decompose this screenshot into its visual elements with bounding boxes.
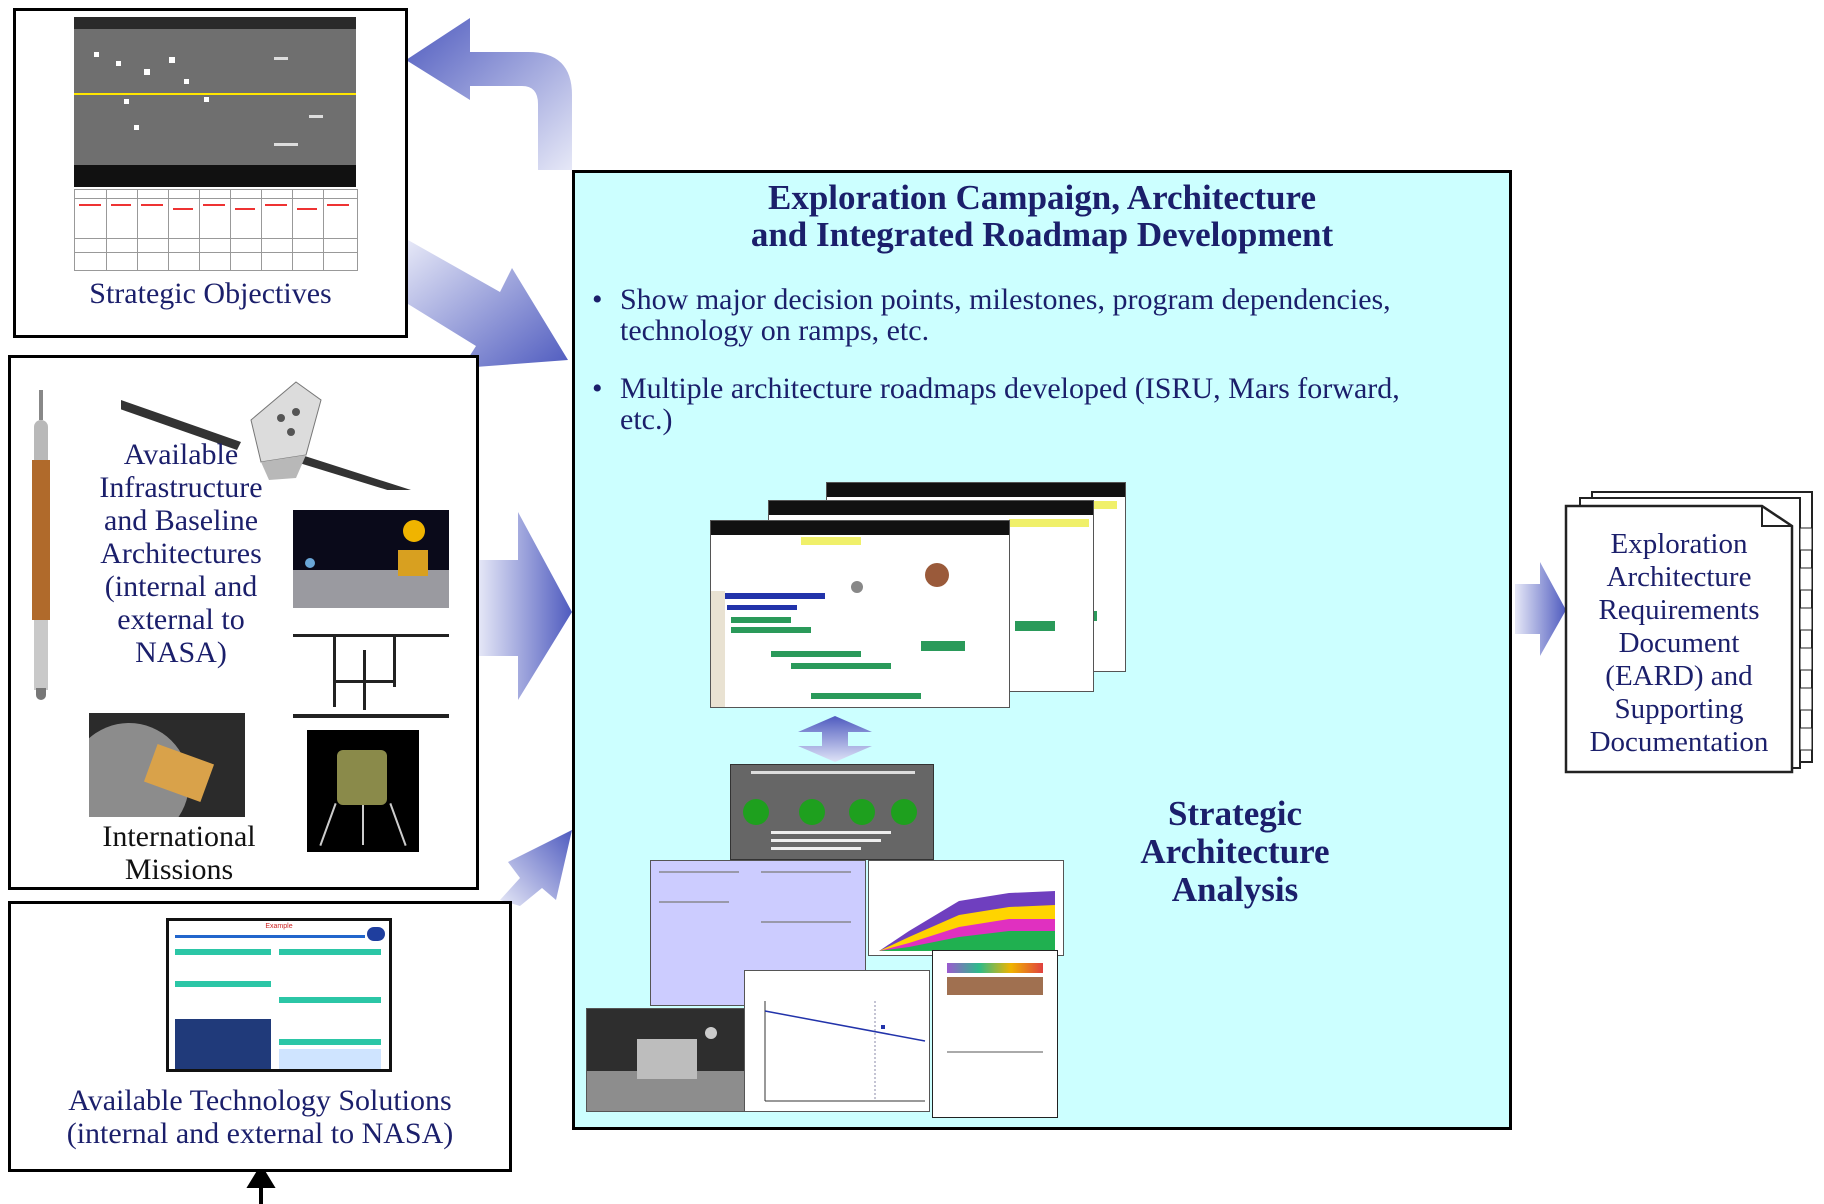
lunar-lander-image [89, 713, 245, 817]
technology-example-image: Example [166, 918, 392, 1072]
eard-document-icon [1564, 491, 1813, 774]
infrastructure-label-line: and Baseline [103, 504, 259, 537]
infrastructure-box: Available Infrastructure and Baseline Ar… [8, 355, 479, 890]
analysis-plot-image [744, 970, 930, 1112]
eard-label-line: (EARD) and [1605, 660, 1753, 692]
infrastructure-label: Available Infrastructure and Baseline Ar… [71, 438, 291, 669]
double-arrow-icon [798, 716, 872, 762]
technology-label-line: (internal and external to NASA) [66, 1117, 454, 1150]
campaign-title: Exploration Campaign, Architecture and I… [575, 179, 1509, 253]
campaign-title-line: and Integrated Roadmap Development [750, 215, 1334, 254]
bullet-text: Multiple architecture roadmaps developed… [620, 372, 1400, 405]
objectives-timeline-graphic [74, 17, 356, 187]
bullet-text: technology on ramps, etc. [620, 314, 930, 347]
rover-icon [705, 1027, 717, 1039]
crew-capsule-icon [121, 381, 411, 490]
bullet-item: • Multiple architecture roadmaps develop… [592, 372, 1500, 436]
eard-arrow [1515, 562, 1566, 656]
technology-label-line: Available Technology Solutions [68, 1084, 452, 1117]
infrastructure-label-line: Infrastructure [99, 471, 263, 504]
technology-example-title: Example [265, 923, 293, 930]
infrastructure-label-line: NASA) [135, 636, 227, 669]
bullet-text: Show major decision points, milestones, … [620, 283, 1391, 316]
technology-input-arrow [246, 1164, 276, 1204]
architecture-schematic-image [293, 620, 449, 720]
eard-label-line: Architecture [1606, 561, 1752, 593]
eard-label-line: Document [1618, 627, 1740, 659]
strategic-objectives-label: Strategic Objectives [89, 277, 332, 310]
eard-label: Exploration Architecture Requirements Do… [1566, 528, 1792, 759]
technology-box: Example Available Technology Solutions (… [8, 901, 512, 1172]
feedback-arrow [406, 18, 572, 170]
lunar-lander-icon [307, 730, 419, 852]
infrastructure-label-line: Architectures [100, 537, 262, 570]
stacked-area-image [868, 860, 1064, 956]
infrastructure-label-line: external to [117, 603, 245, 636]
international-missions-label: International Missions [79, 820, 279, 886]
technology-label: Available Technology Solutions (internal… [11, 1084, 509, 1150]
international-label-line: Missions [124, 853, 234, 886]
international-label-line: International [102, 820, 256, 853]
infrastructure-label-line: (internal and [104, 570, 258, 603]
objectives-table-graphic [74, 189, 358, 271]
bullet-text: etc.) [620, 403, 673, 436]
strategic-objectives-box: Strategic Objectives [13, 8, 408, 338]
roadmap-sheet-front [710, 520, 1010, 708]
bullet-item: • Show major decision points, milestones… [592, 283, 1500, 347]
analysis-label: Strategic Architecture Analysis [1075, 795, 1395, 909]
bullet-dot: • [592, 372, 603, 405]
infrastructure-arrow [478, 512, 572, 700]
analysis-label-line: Analysis [1171, 870, 1299, 909]
eard-label-line: Exploration [1610, 528, 1748, 560]
technology-arrow [500, 830, 572, 906]
lunar-rover-image [586, 1008, 746, 1112]
infrastructure-label-line: Available [123, 438, 239, 471]
objectives-arrow [408, 240, 568, 368]
eard-label-line: Documentation [1589, 726, 1769, 758]
analysis-report-image [932, 950, 1058, 1118]
closure-indicators-panel [730, 764, 934, 860]
eard-label-line: Requirements [1598, 594, 1760, 626]
analysis-label-line: Strategic Architecture [1140, 794, 1330, 871]
bullet-dot: • [592, 283, 603, 316]
campaign-title-line: Exploration Campaign, Architecture [767, 178, 1316, 217]
eard-label-line: Supporting [1614, 693, 1744, 725]
lunar-surface-image [293, 510, 449, 608]
launch-vehicle-icon [31, 390, 51, 700]
